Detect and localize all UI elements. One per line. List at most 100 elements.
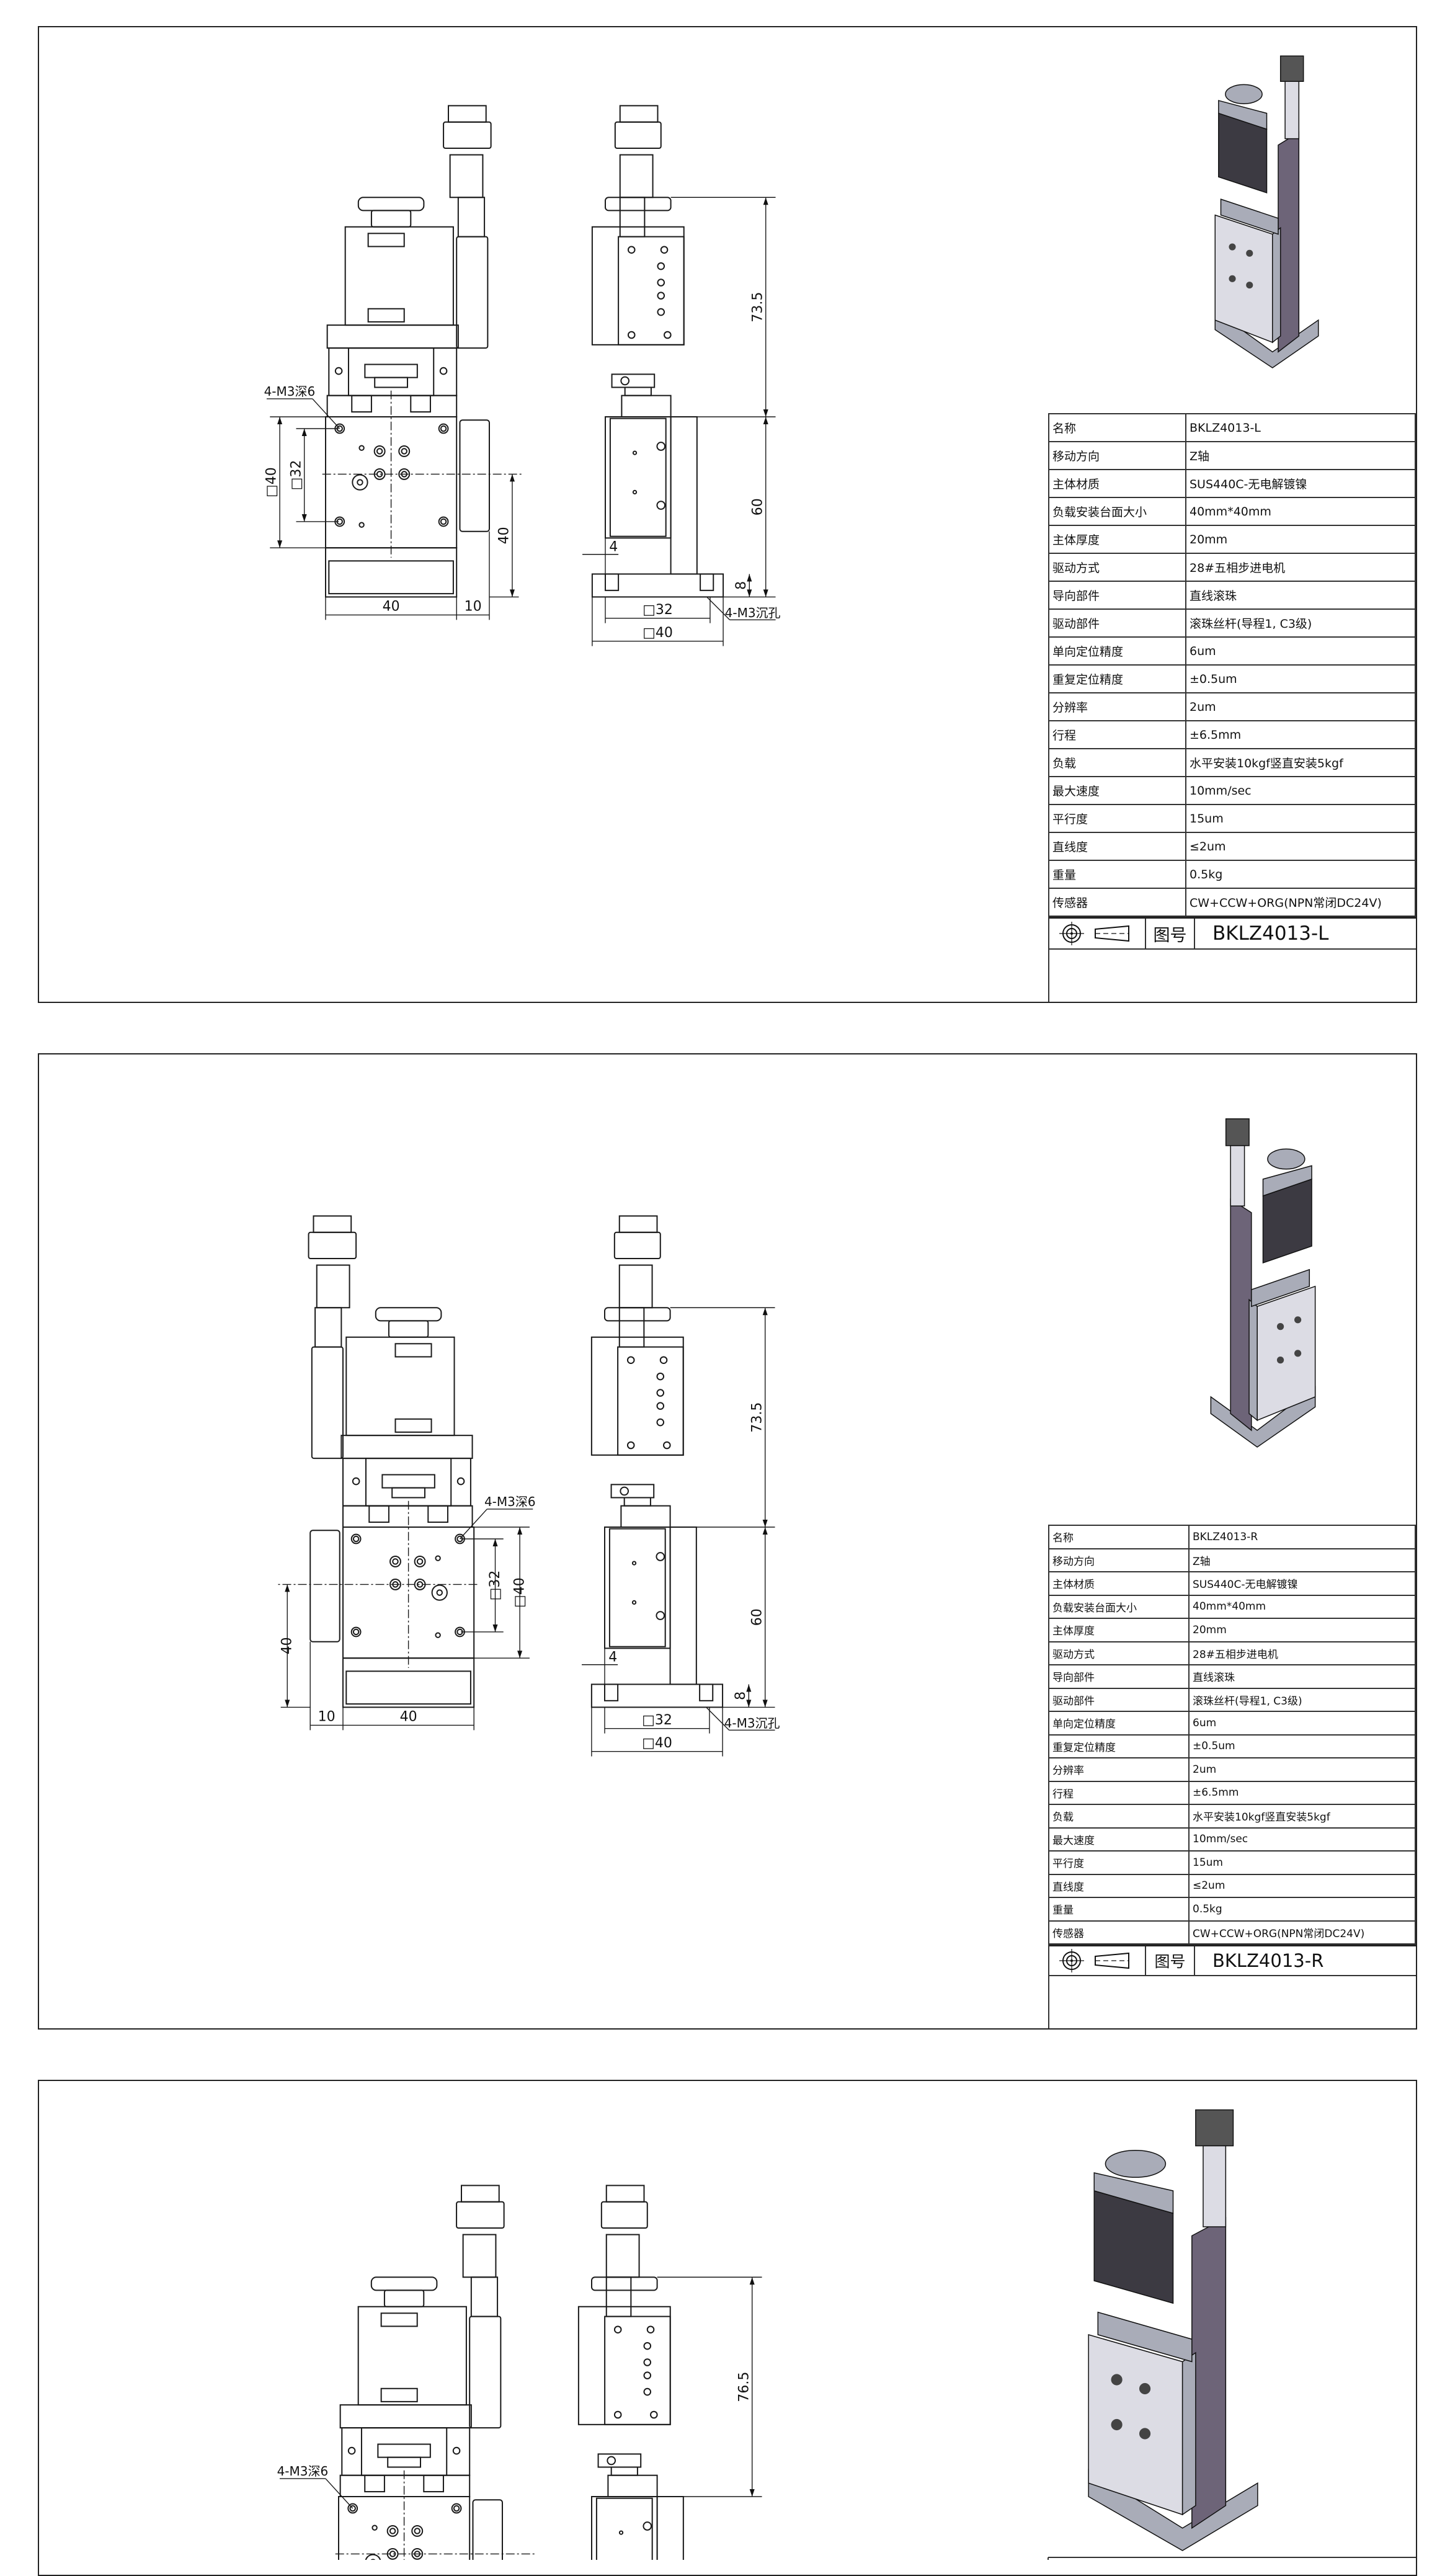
connector-neck — [462, 2234, 497, 2278]
spec-label: 驱动方式 — [1048, 1641, 1190, 1665]
carriage-pad — [427, 1505, 448, 1523]
connector-body-side — [613, 1231, 661, 1260]
spec-label: 名称 — [1048, 413, 1186, 442]
spec-value: 滚珠丝杆(导程1, C3级) — [1185, 608, 1416, 638]
bracket-screw — [347, 2446, 356, 2455]
drawing-no-cell: BKLZ4013-R — [1195, 1946, 1416, 1975]
hand-knob — [357, 197, 425, 212]
dimension-arrowhead — [747, 574, 752, 582]
connector-head-side — [619, 105, 659, 123]
nut-side — [623, 1497, 651, 1507]
spec-label: 导向部件 — [1048, 581, 1186, 610]
carriage-pad — [410, 394, 431, 413]
motor-side — [591, 226, 685, 345]
render-hole — [1246, 249, 1253, 257]
connector-head — [448, 105, 487, 123]
plate-hole — [657, 262, 665, 270]
carriage — [326, 394, 458, 417]
notes-area — [1048, 413, 1049, 1002]
cable-guide — [469, 2315, 502, 2429]
locating-hole-inner — [370, 2559, 376, 2560]
dimension-arrowhead — [762, 1308, 768, 1316]
dimension-arrowhead — [285, 1700, 290, 1708]
mounting-hole — [438, 423, 449, 434]
side-pin-hole — [631, 1561, 637, 1566]
connector-body — [456, 2201, 505, 2229]
knob-hub — [370, 210, 412, 228]
plate-hole — [657, 279, 665, 287]
spec-label: 名称 — [1048, 1525, 1190, 1549]
product-render-l2 — [1088, 2109, 1258, 2551]
sensor-plate — [459, 419, 490, 532]
dim-foot-height-label: 8 — [734, 581, 749, 590]
motor-plate — [326, 324, 459, 349]
pin-hole — [358, 522, 365, 528]
stepper-motor — [357, 2306, 467, 2406]
counterbore-callout: 4-M3沉孔 — [724, 1716, 780, 1731]
drawing-no-label: 图号 — [1154, 1953, 1186, 1971]
dimension-arrowhead — [509, 589, 515, 597]
counterbore-hole-inner — [392, 1558, 399, 1565]
render-base — [1214, 310, 1319, 368]
bracket-window — [365, 1458, 452, 1507]
notes-area — [1048, 1525, 1049, 2028]
coupling — [381, 1474, 435, 1489]
mounting-hole-inner — [352, 1628, 360, 1636]
spec-value: 15um — [1185, 804, 1416, 833]
locating-hole-inner — [436, 1589, 443, 1596]
counterbore-hole — [389, 1578, 401, 1590]
spec-value: CW+CCW+ORG(NPN常闭DC24V) — [1185, 888, 1416, 917]
dimension-arrowhead — [749, 2277, 755, 2285]
connector-body-side — [614, 121, 662, 149]
spec-label: 传感器 — [1048, 1920, 1190, 1945]
connector-head-side — [618, 1215, 658, 1233]
counterbore-hole — [414, 1555, 426, 1567]
mounting-hole-inner — [352, 1535, 360, 1543]
stage-side — [604, 1526, 671, 1649]
spec-label: 平行度 — [1048, 804, 1186, 833]
connector-neck-side — [605, 2234, 640, 2278]
bracket-window — [360, 2427, 448, 2476]
connector-neck-side — [619, 154, 654, 198]
connector-body-side — [600, 2201, 648, 2229]
spec-value: 40mm*40mm — [1188, 1594, 1416, 1619]
spec-label: 主体厚度 — [1048, 525, 1186, 554]
pin-hole — [358, 445, 365, 451]
spec-label: 重量 — [1048, 860, 1186, 889]
coupling-clamp — [391, 1487, 426, 1499]
base-plate — [590, 1683, 724, 1708]
spec-value: ±6.5mm — [1188, 1780, 1416, 1805]
nut-side — [610, 2466, 638, 2476]
render-stage — [1257, 1285, 1316, 1421]
spec-row: 行程±6.5mm — [1048, 720, 1416, 749]
sensor-plate — [472, 2499, 503, 2560]
locating-hole-inner — [357, 479, 363, 486]
stage-side-face — [609, 417, 667, 537]
dim-base-inner-label: □32 — [642, 1713, 672, 1728]
dimension-arrowhead — [763, 409, 768, 417]
dimension-arrowhead — [746, 1684, 752, 1692]
dim-square-inner-label: □32 — [288, 460, 304, 491]
spec-value: 15um — [1188, 1850, 1416, 1875]
guide-rail — [669, 1526, 697, 1685]
render-rail — [1230, 1198, 1252, 1432]
stage-table — [325, 416, 458, 549]
knob-hub — [383, 2289, 425, 2307]
spec-value: 0.5kg — [1185, 860, 1416, 889]
spec-row: 行程±6.5mm — [1048, 1780, 1416, 1805]
product-render-l — [1214, 55, 1319, 368]
spec-label: 行程 — [1048, 720, 1186, 749]
spec-label: 主体材质 — [1048, 1571, 1190, 1596]
render-knob — [1267, 1148, 1305, 1170]
spec-value: SUS440C-无电解镀镍 — [1188, 1571, 1416, 1596]
base-plate — [591, 573, 724, 598]
